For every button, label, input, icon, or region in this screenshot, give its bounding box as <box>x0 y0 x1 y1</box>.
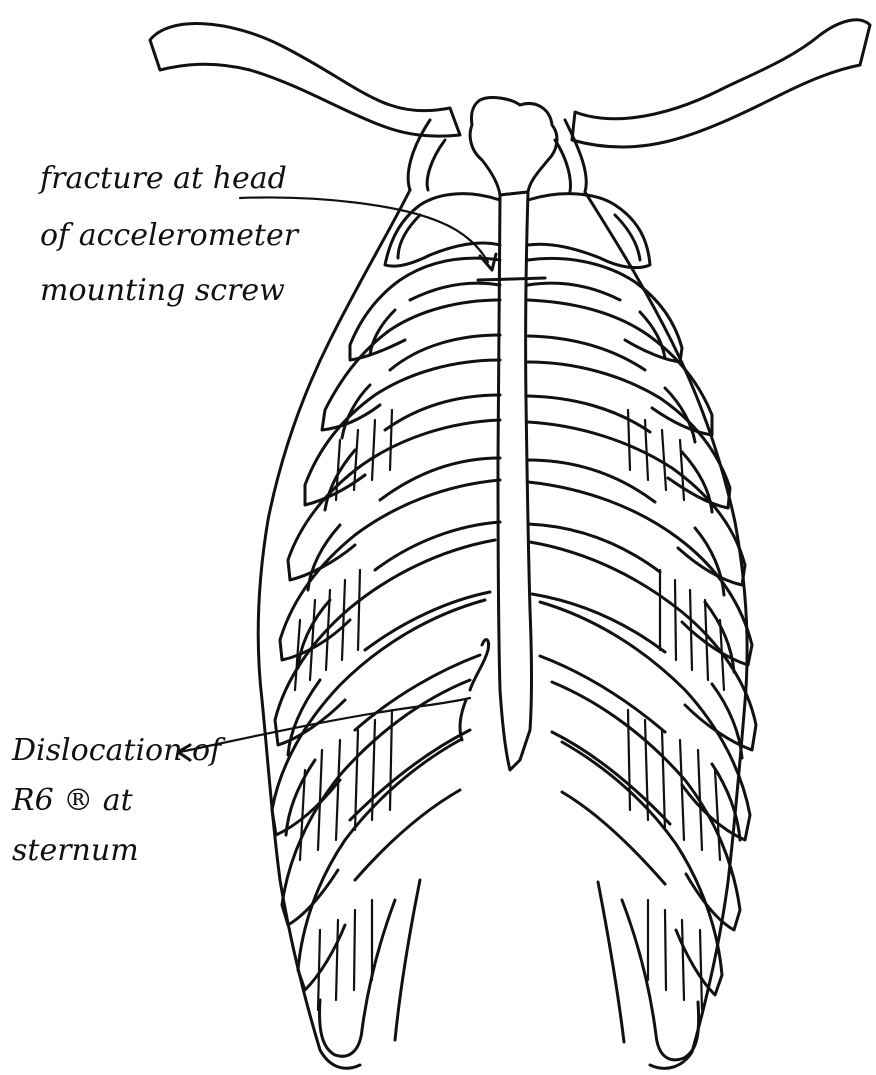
left-ribs <box>258 120 500 1068</box>
dislocation-label-line2: R6 ® at <box>11 783 134 818</box>
dislocation-mark <box>460 640 489 740</box>
dislocation-pointer-line <box>180 698 470 752</box>
sternum <box>470 98 557 770</box>
right-clavicle <box>572 20 870 147</box>
dislocation-marker <box>178 640 489 760</box>
fracture-line <box>478 278 545 280</box>
fracture-annotation: fracture at head of accelerometer mounti… <box>38 161 300 308</box>
left-clavicle <box>150 24 460 137</box>
dislocation-label-line3: sternum <box>12 833 139 868</box>
manubrium <box>470 98 557 195</box>
right-ribs <box>528 120 756 1068</box>
fracture-label-line1: fracture at head <box>38 161 287 196</box>
fracture-label-line2: of accelerometer <box>40 218 300 253</box>
fracture-label-line3: mounting screw <box>40 273 285 308</box>
dislocation-label-line1: Dislocation of <box>11 733 226 768</box>
dislocation-annotation: Dislocation of R6 ® at sternum <box>11 733 226 868</box>
